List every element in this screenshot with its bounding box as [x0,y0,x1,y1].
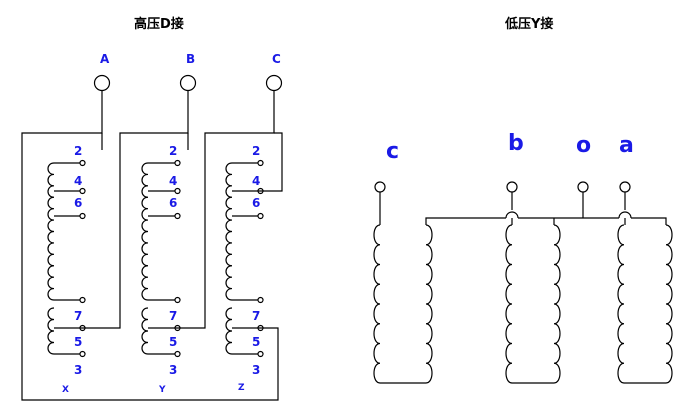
lv-terminal-label-b: b [508,131,524,156]
hv-delta-link-bc [175,91,275,329]
hv-coil-lower [47,307,55,355]
lv-coil [553,224,561,384]
lv-neutral-bus [631,217,667,225]
hv-tap-label: 6 [74,196,82,210]
hv-tap-label: 3 [169,363,177,377]
hv-tap-terminal [257,350,264,358]
lv-terminal-circle-o [577,181,589,193]
hv-terminal-circle [179,74,197,92]
hv-tap-terminal [79,296,86,304]
hv-delta-link-c [258,132,283,192]
hv-terminal-circle [265,74,283,92]
hv-tap-label: 7 [252,309,260,323]
hv-tap-terminal [174,296,181,304]
hv-coil-lower [141,307,149,355]
lv-title: 低压Y接 [504,16,553,32]
hv-title: 高压D接 [134,16,184,32]
hv-tap-terminal [174,187,181,195]
lv-bus-crossover [618,211,632,219]
lv-terminal-circle-a [619,181,631,193]
lv-terminal-label-o: o [576,133,591,158]
hv-tap-label: 4 [74,174,82,188]
hv-tap-terminal [79,350,86,358]
hv-tap-terminal [79,159,86,167]
hv-tap-label: 7 [169,309,177,323]
hv-delta-winding [21,74,283,401]
lv-coil [505,224,513,384]
hv-terminal-label-a: A [100,52,110,66]
hv-coil-upper [47,162,55,301]
hv-tap-terminal [79,212,86,220]
lv-coil [617,224,625,384]
hv-tap-label: 2 [74,144,82,158]
hv-terminal-label-b: B [186,52,195,66]
hv-tap-terminal [257,212,264,220]
lv-terminal-label-c: c [386,139,399,164]
lv-neutral-bus [425,217,506,225]
hv-terminal-label-c: C [272,52,281,66]
hv-tap-terminal [257,296,264,304]
hv-tap-terminal [79,187,86,195]
hv-tap-terminal [257,159,264,167]
hv-tap-label: 6 [169,196,177,210]
hv-tap-terminal [174,212,181,220]
lv-bus-crossover [505,211,519,219]
lv-terminal-label-a: a [619,133,634,158]
hv-end-label-z: Z [238,383,245,393]
lv-coil [373,224,381,384]
hv-coil-lower [225,307,233,355]
hv-coil-upper [141,162,149,301]
hv-tap-label: 5 [74,335,82,349]
hv-tap-label: 7 [74,309,82,323]
hv-tap-label: 3 [252,363,260,377]
hv-tap-label: 2 [169,144,177,158]
hv-tap-terminal [174,159,181,167]
hv-end-label-x: X [62,385,69,395]
hv-tap-label: 5 [252,335,260,349]
lv-wye-winding [373,181,673,384]
hv-terminal-circle [93,74,111,92]
hv-tap-terminal [174,350,181,358]
hv-tap-label: 4 [169,174,177,188]
hv-coil-upper [225,162,233,301]
hv-tap-label: 2 [252,144,260,158]
lv-terminal-circle-b [506,181,518,193]
lv-coil [665,224,673,384]
hv-tap-label: 5 [169,335,177,349]
hv-tap-label: 4 [252,174,260,188]
hv-tap-label: 3 [74,363,82,377]
lv-coil [425,224,433,384]
lv-terminal-circle-c [374,181,386,193]
hv-tap-label: 6 [252,196,260,210]
hv-end-label-y: Y [158,385,166,395]
hv-delta-link-ab [80,91,189,329]
